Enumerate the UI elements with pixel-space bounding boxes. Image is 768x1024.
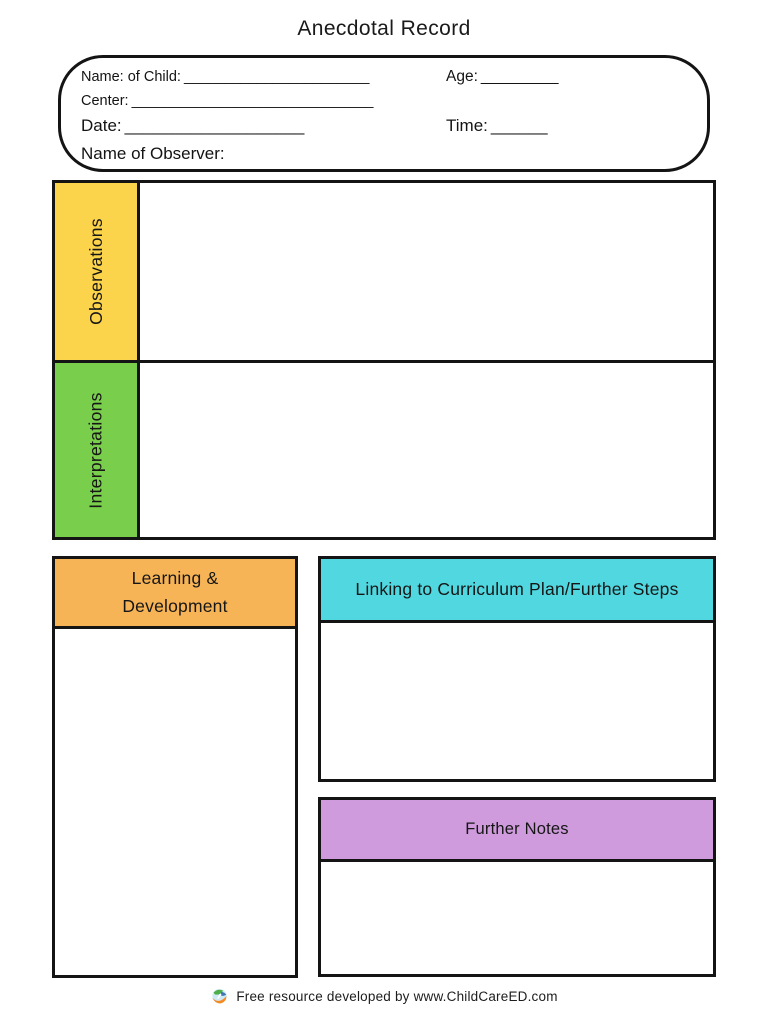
field-center-blank: ______________________________ — [131, 93, 374, 109]
observations-header: Observations — [55, 183, 140, 360]
curriculum-plan-writing-area — [321, 623, 713, 779]
curriculum-plan-panel: Linking to Curriculum Plan/Further Steps — [318, 556, 716, 782]
field-center: Center:______________________________ — [81, 93, 374, 109]
field-date-label: Date: — [81, 116, 122, 135]
interpretations-label: Interpretations — [85, 391, 106, 509]
observations-label: Observations — [85, 218, 106, 325]
further-notes-writing-area — [321, 862, 713, 974]
observations-row: Observations — [55, 183, 713, 363]
field-name-of-child: Name: of Child:_______________________ — [81, 69, 369, 85]
field-time: Time:______ — [446, 116, 548, 136]
interpretations-header: Interpretations — [55, 363, 140, 537]
field-age-blank: _________ — [480, 68, 559, 85]
field-time-label: Time: — [446, 116, 488, 135]
field-observer-label: Name of Observer: — [81, 144, 225, 163]
observations-interpretations-table: Observations Interpretations — [52, 180, 716, 540]
field-age: Age:_________ — [446, 68, 558, 86]
interpretations-row: Interpretations — [55, 363, 713, 537]
field-date-blank: ___________________ — [124, 116, 305, 135]
child-info-box: Name: of Child:_______________________ A… — [58, 55, 710, 172]
further-notes-panel: Further Notes — [318, 797, 716, 977]
learning-development-writing-area — [55, 629, 295, 975]
footer-text: Free resource developed by www.ChildCare… — [236, 989, 558, 1004]
further-notes-header: Further Notes — [321, 800, 713, 862]
field-age-label: Age: — [446, 68, 478, 85]
interpretations-writing-area — [140, 363, 713, 537]
learning-development-panel: Learning & Development — [52, 556, 298, 978]
field-name-of-child-blank: _______________________ — [183, 69, 370, 85]
footer: Free resource developed by www.ChildCare… — [0, 987, 768, 1006]
page-title: Anecdotal Record — [297, 17, 471, 40]
childcareed-globe-logo-icon — [212, 988, 227, 1004]
field-observer: Name of Observer: — [81, 144, 225, 164]
observations-writing-area — [140, 183, 713, 360]
learning-development-header: Learning & Development — [55, 559, 295, 629]
field-date: Date:___________________ — [81, 116, 304, 136]
field-time-blank: ______ — [490, 116, 548, 135]
field-center-label: Center: — [81, 93, 129, 109]
curriculum-plan-header: Linking to Curriculum Plan/Further Steps — [321, 559, 713, 623]
field-name-of-child-label: Name: of Child: — [81, 69, 181, 85]
